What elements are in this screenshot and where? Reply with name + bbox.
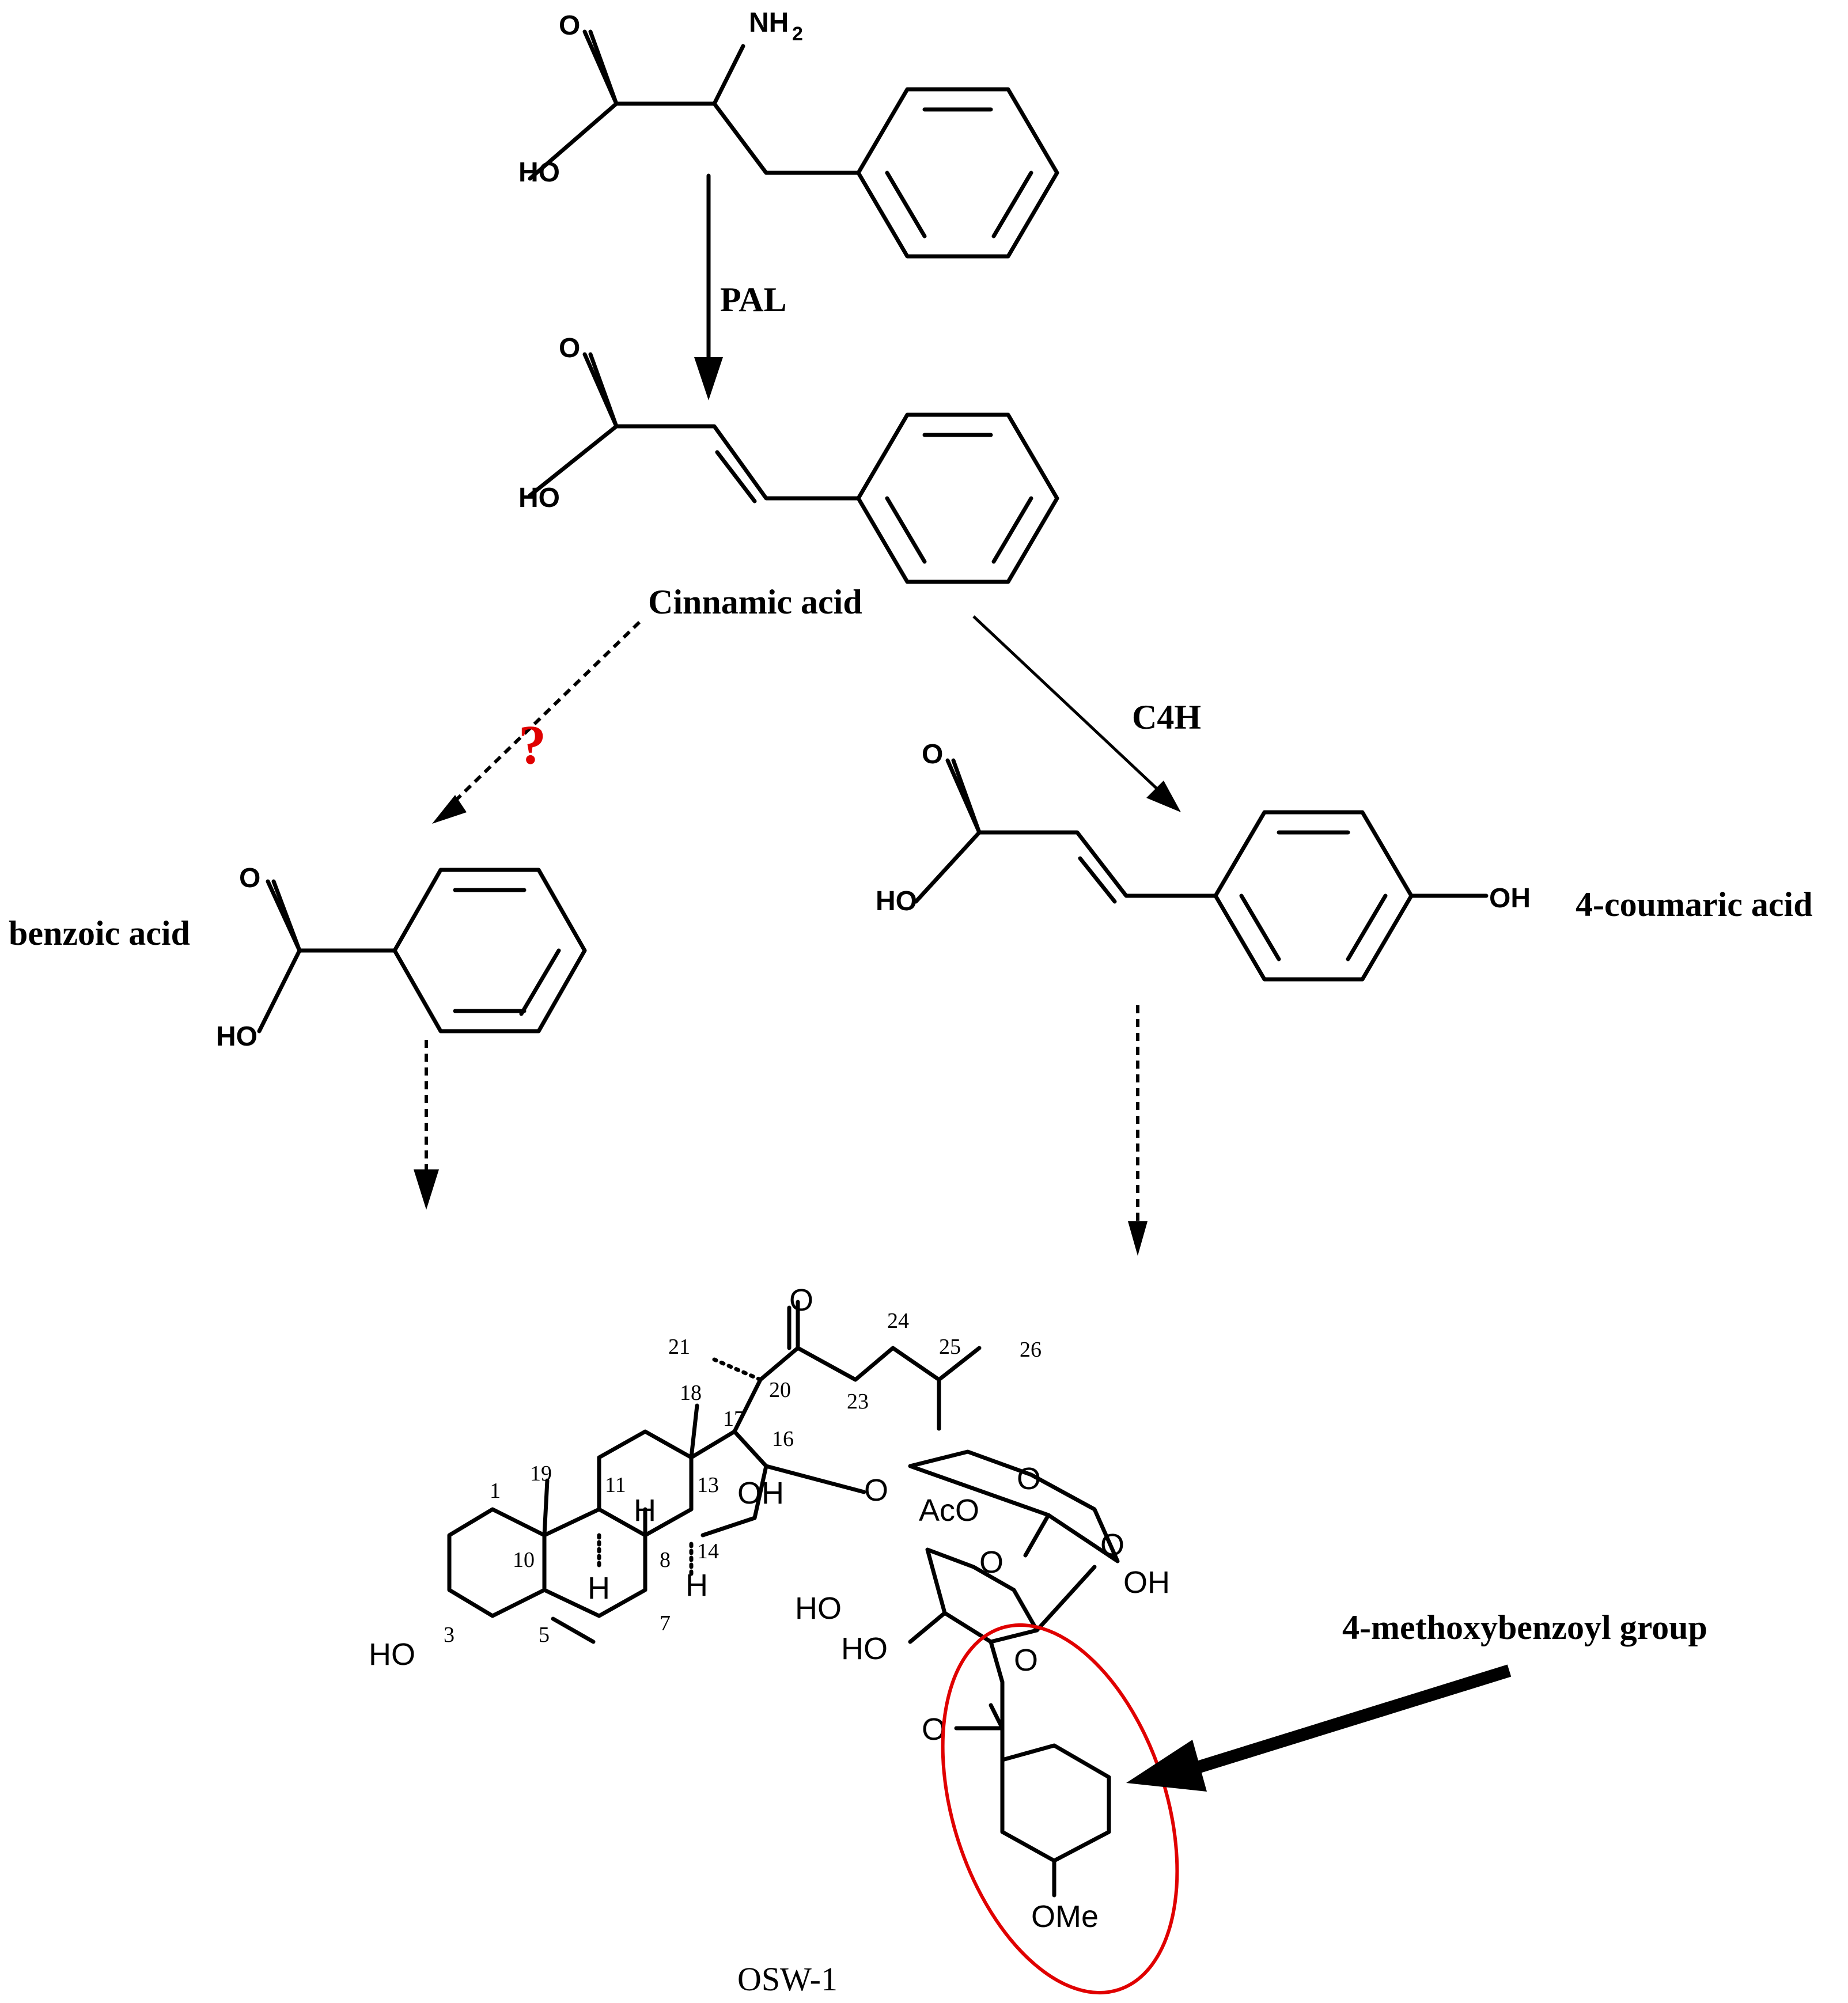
methoxybenzoyl-callout: 4-methoxybenzoyl group xyxy=(941,1608,1707,1995)
carbon-13-label: 13 xyxy=(697,1473,719,1497)
ketone-o-label: O xyxy=(789,1283,813,1317)
h9-label: H xyxy=(634,1493,656,1528)
sugar-oh-label: OH xyxy=(1123,1565,1170,1600)
carbon-1-label: 1 xyxy=(490,1479,501,1503)
methoxy-label: OMe xyxy=(1031,1899,1099,1934)
interglycosidic-o-label: O xyxy=(1100,1528,1124,1562)
carbon-19-label: 19 xyxy=(530,1461,552,1486)
benzoic-acid-structure: O HO benzoic acid xyxy=(9,863,587,1052)
unknown-step: ? xyxy=(432,620,641,824)
hydroxyl-ho-label: HO xyxy=(876,886,917,917)
carbon-21-label: 21 xyxy=(668,1335,690,1359)
carbon-3-label: 3 xyxy=(444,1623,455,1647)
carbon-5-label: 5 xyxy=(539,1623,550,1647)
carbon-10-label: 10 xyxy=(513,1548,535,1572)
carbon-16-label: 16 xyxy=(772,1427,794,1451)
coumaric-acid-structure: O HO OH 4-coumaric acid xyxy=(876,739,1813,982)
benzoic-acid-label: benzoic acid xyxy=(9,914,190,952)
carbon-8-label: 8 xyxy=(660,1548,671,1572)
glycosidic-o-label: O xyxy=(864,1473,888,1508)
carbon-20-label: 20 xyxy=(769,1378,791,1402)
cinnamic-acid-structure: O HO Cinnamic acid xyxy=(518,333,1059,621)
carbon-23-label: 23 xyxy=(847,1389,869,1414)
carbon-25-label: 25 xyxy=(939,1335,961,1359)
ester-o-label: O xyxy=(1014,1643,1038,1678)
c17-hydroxyl-label: OH xyxy=(737,1476,784,1510)
carbonyl-o-label: O xyxy=(922,739,943,770)
xylose-ring-o-label: O xyxy=(979,1545,1003,1580)
callout-arrowhead xyxy=(1126,1740,1207,1792)
carbon-7-label: 7 xyxy=(660,1611,671,1635)
benzoic-to-osw1-arrow xyxy=(414,1040,439,1210)
coumaric-acid-label: 4-coumaric acid xyxy=(1576,885,1813,923)
carbon-14-label: 14 xyxy=(697,1539,719,1563)
osw1-label: OSW-1 xyxy=(737,1960,838,1998)
phenylalanine-structure: O HO NH 2 xyxy=(518,7,1059,259)
c4h-label: C4H xyxy=(1132,698,1201,736)
methoxybenzoyl-label: 4-methoxybenzoyl group xyxy=(1342,1608,1707,1646)
h14-label: H xyxy=(686,1568,708,1603)
amine-nh-label: NH xyxy=(749,7,789,38)
carbon-24-label: 24 xyxy=(887,1309,909,1333)
carbon-18-label: 18 xyxy=(680,1381,702,1405)
carbon-26-label: 26 xyxy=(1020,1338,1042,1362)
acetoxy-label: AcO xyxy=(919,1493,979,1528)
phenol-oh-label: OH xyxy=(1489,883,1531,914)
highlight-ellipse xyxy=(941,1623,1179,1995)
osw1-structure: HO H H H OH O O O AcO O OH O HO HO O O O… xyxy=(369,1283,1170,1998)
carbon-11-label: 11 xyxy=(605,1473,626,1497)
c3-hydroxyl-label: HO xyxy=(369,1637,415,1672)
carbonyl-o-label: O xyxy=(559,10,580,41)
pal-step: PAL xyxy=(694,173,787,400)
hydroxyl-ho-label: HO xyxy=(518,157,560,188)
question-mark: ? xyxy=(518,714,546,775)
carbonyl-o-label: O xyxy=(559,333,580,364)
carbonyl-o-label: O xyxy=(239,863,260,893)
xylose-ho-2-label: HO xyxy=(841,1631,888,1666)
amine-subscript-label: 2 xyxy=(792,23,803,45)
hydroxyl-ho-label: HO xyxy=(518,483,560,513)
hydroxyl-ho-label: HO xyxy=(216,1021,257,1052)
pal-label: PAL xyxy=(720,281,787,319)
cinnamic-acid-label: Cinnamic acid xyxy=(648,583,862,621)
h8-label: H xyxy=(588,1571,610,1606)
carbon-17-label: 17 xyxy=(723,1407,745,1431)
c4h-step: C4H xyxy=(972,615,1201,812)
xylose-ho-1-label: HO xyxy=(795,1591,842,1626)
ring-o-label: O xyxy=(1017,1461,1041,1496)
coumaric-to-osw1-arrow xyxy=(1128,1005,1148,1256)
